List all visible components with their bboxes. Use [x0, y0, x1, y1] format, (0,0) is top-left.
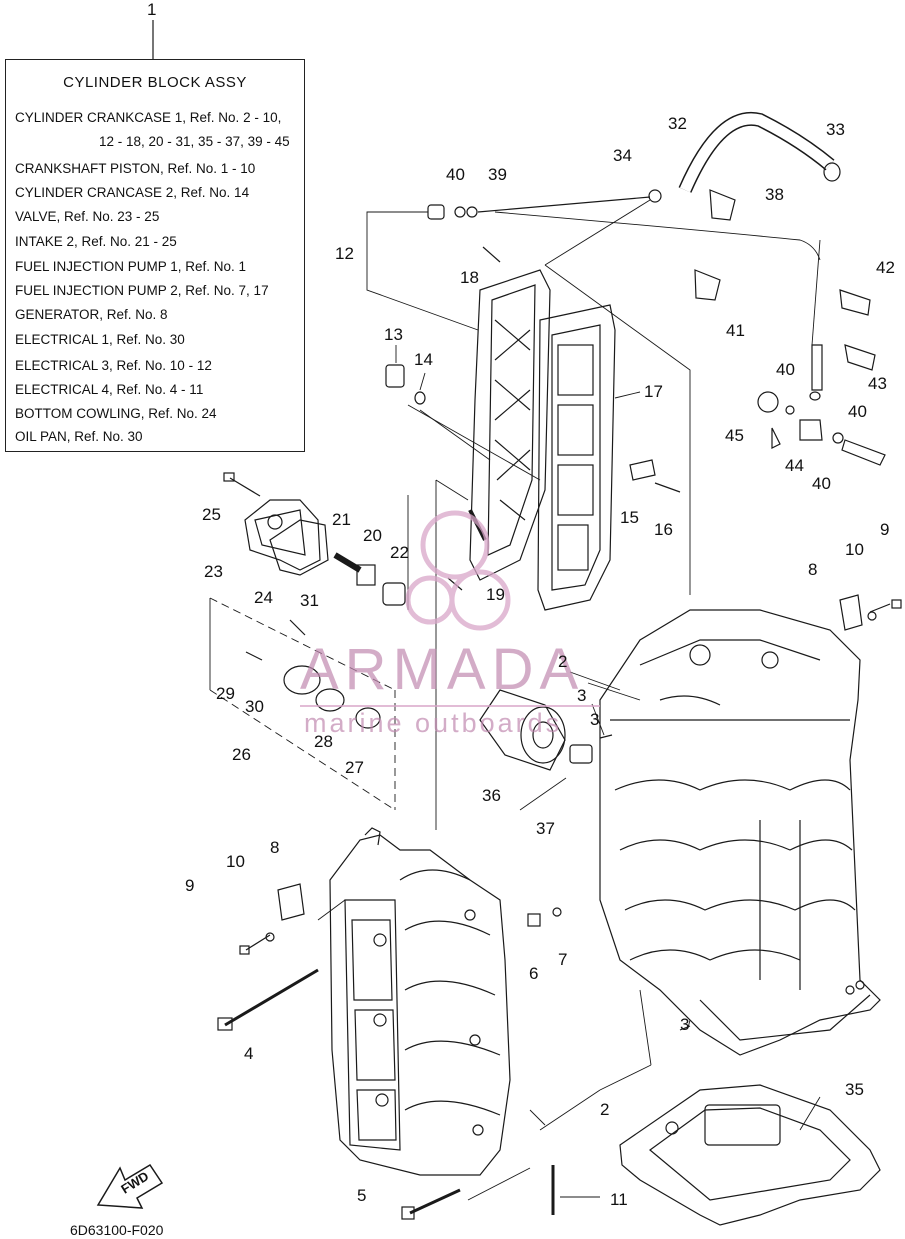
callout-number: 20: [363, 526, 382, 545]
callout-number: 10: [226, 852, 245, 871]
callout-number: 41: [726, 321, 745, 340]
bottom-gasket: [619, 1084, 881, 1226]
callout-number: 34: [613, 146, 632, 165]
callout-number: 22: [390, 543, 409, 562]
callout-number: 7: [558, 950, 568, 969]
callout-number: 32: [668, 114, 687, 133]
callout-number: 6: [529, 964, 539, 983]
callout-number: 9: [880, 520, 890, 539]
exhaust-cover: [469, 269, 551, 581]
callout-number: 28: [314, 732, 333, 751]
legend-row: 12 - 18, 20 - 31, 35 - 37, 39 - 45: [99, 134, 290, 149]
diagram-code: 6D63100-F020: [70, 1222, 164, 1238]
callout-number: 40: [812, 474, 831, 493]
callout-number: 11: [610, 1190, 628, 1209]
callout-number: 40: [776, 360, 795, 379]
callout-number: 2: [558, 652, 568, 671]
callout-number: 3: [680, 1015, 690, 1034]
callout-number: 15: [620, 508, 639, 527]
legend-row: FUEL INJECTION PUMP 1, Ref. No. 1: [15, 259, 247, 274]
legend-row: ELECTRICAL 4, Ref. No. 4 - 11: [15, 382, 204, 397]
callout-number: 38: [765, 185, 784, 204]
watermark-logo: [300, 510, 600, 707]
legend-row: CYLINDER CRANCASE 2, Ref. No. 14: [15, 185, 250, 200]
callout-number: 12: [335, 244, 354, 263]
legend-row: VALVE, Ref. No. 23 - 25: [15, 209, 160, 224]
bolts: [217, 246, 902, 1220]
callout-number: 27: [345, 758, 364, 777]
callout-number: 42: [876, 258, 895, 277]
legend-title: CYLINDER BLOCK ASSY: [63, 74, 247, 91]
callout-number: 21: [332, 510, 351, 529]
callout-number: 3: [590, 710, 600, 729]
callout-number: 29: [216, 684, 235, 703]
callout-number: 10: [845, 540, 864, 559]
callout-number: 25: [202, 505, 221, 524]
legend-row: CRANKSHAFT PISTON, Ref. No. 1 - 10: [15, 161, 256, 176]
callout-number: 39: [488, 165, 507, 184]
callout-number: 2: [600, 1100, 610, 1119]
legend-row: ELECTRICAL 1, Ref. No. 30: [15, 332, 185, 347]
callout-number: 1: [147, 0, 157, 19]
exhaust-gasket: [537, 304, 616, 611]
watermark-brand: ARMADA: [300, 637, 585, 702]
crankcase-left: [329, 827, 511, 1176]
callout-number: 35: [845, 1080, 864, 1099]
legend-row: CYLINDER CRANKCASE 1, Ref. No. 2 - 10,: [15, 110, 282, 125]
callout-number: 33: [826, 120, 845, 139]
callout-number: 23: [204, 562, 223, 581]
legend-row: INTAKE 2, Ref. No. 21 - 25: [15, 234, 177, 249]
fwd-arrow: [96, 1163, 164, 1209]
watermark-tagline: marine outboards: [304, 708, 563, 738]
callout-number: 5: [357, 1186, 367, 1205]
cylinder-block-right: [599, 609, 881, 1056]
legend-row: ELECTRICAL 3, Ref. No. 10 - 12: [15, 358, 212, 373]
callout-number: 31: [300, 591, 319, 610]
callout-number: 44: [785, 456, 804, 475]
callout-number: 24: [254, 588, 273, 607]
thermostat-cover: [244, 499, 321, 571]
leader-lines: [209, 199, 821, 1201]
callout-number: 37: [536, 819, 555, 838]
callout-number: 8: [270, 838, 280, 857]
callout-number: 9: [185, 876, 195, 895]
callout-number: 30: [245, 697, 264, 716]
callout-number: 8: [808, 560, 818, 579]
parts-legend: CYLINDER BLOCK ASSY CYLINDER CRANKCASE 1…: [5, 59, 305, 452]
legend-row: GENERATOR, Ref. No. 8: [15, 307, 168, 322]
callout-number: 13: [384, 325, 403, 344]
legend-row: FUEL INJECTION PUMP 2, Ref. No. 7, 17: [15, 283, 269, 298]
callout-number: 19: [486, 585, 505, 604]
callout-number: 26: [232, 745, 251, 764]
callout-number: 14: [414, 350, 433, 369]
callout-number: 36: [482, 786, 501, 805]
callout-number: 17: [644, 382, 663, 401]
gasket-24: [269, 519, 329, 576]
legend-row: BOTTOM COWLING, Ref. No. 24: [15, 406, 217, 421]
callout-number: 4: [244, 1044, 254, 1063]
callout-number: 40: [848, 402, 867, 421]
callout-number: 3: [577, 686, 587, 705]
small-parts: [265, 111, 886, 1031]
callout-number: 40: [446, 165, 465, 184]
callout-number: 18: [460, 268, 479, 287]
callout-number: 16: [654, 520, 673, 539]
callout-number: 45: [725, 426, 744, 445]
callout-number: 43: [868, 374, 887, 393]
legend-row: OIL PAN, Ref. No. 30: [15, 429, 143, 444]
